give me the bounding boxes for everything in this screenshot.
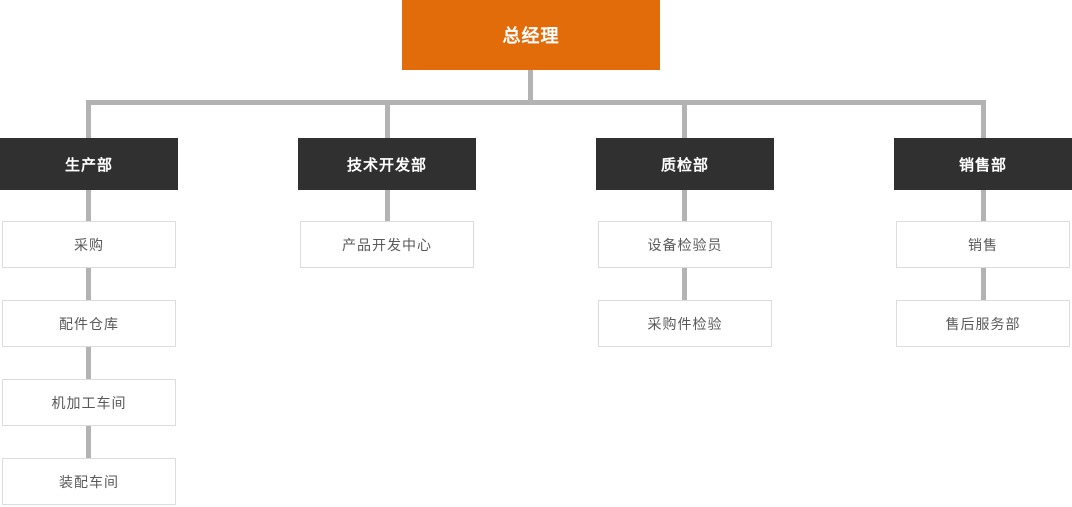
dept-node-quality[interactable]: 质检部 xyxy=(596,138,774,190)
org-node-product-dev-center[interactable]: 产品开发中心 xyxy=(300,221,474,268)
connector-tech-dev-1 xyxy=(385,190,390,221)
org-node-equipment-inspector[interactable]: 设备检验员 xyxy=(598,221,772,268)
org-node-purchasing[interactable]: 采购 xyxy=(2,221,176,268)
dept-node-tech-dev[interactable]: 技术开发部 xyxy=(298,138,476,190)
connector-branch-tech-dev xyxy=(385,100,390,138)
org-node-purchased-parts-inspection[interactable]: 采购件检验 xyxy=(598,300,772,347)
connector-quality-2 xyxy=(682,268,687,300)
connector-production-4 xyxy=(86,426,91,458)
connector-production-2 xyxy=(86,268,91,300)
connector-production-1 xyxy=(86,190,91,221)
connector-branch-quality xyxy=(682,100,687,138)
connector-branch-sales xyxy=(981,100,986,138)
org-node-machining-workshop[interactable]: 机加工车间 xyxy=(2,379,176,426)
connector-branch-production xyxy=(86,100,91,138)
connector-root-vertical xyxy=(528,70,533,104)
connector-quality-1 xyxy=(682,190,687,221)
org-node-parts-warehouse[interactable]: 配件仓库 xyxy=(2,300,176,347)
org-node-assembly-workshop[interactable]: 装配车间 xyxy=(2,458,176,505)
dept-node-sales[interactable]: 销售部 xyxy=(894,138,1072,190)
dept-node-production[interactable]: 生产部 xyxy=(0,138,178,190)
connector-sales-1 xyxy=(981,190,986,221)
org-node-general-manager[interactable]: 总经理 xyxy=(402,0,660,70)
connector-horizontal-rail xyxy=(86,100,986,105)
org-node-after-sales-service[interactable]: 售后服务部 xyxy=(896,300,1070,347)
connector-production-3 xyxy=(86,347,91,379)
connector-sales-2 xyxy=(981,268,986,300)
org-node-sales[interactable]: 销售 xyxy=(896,221,1070,268)
